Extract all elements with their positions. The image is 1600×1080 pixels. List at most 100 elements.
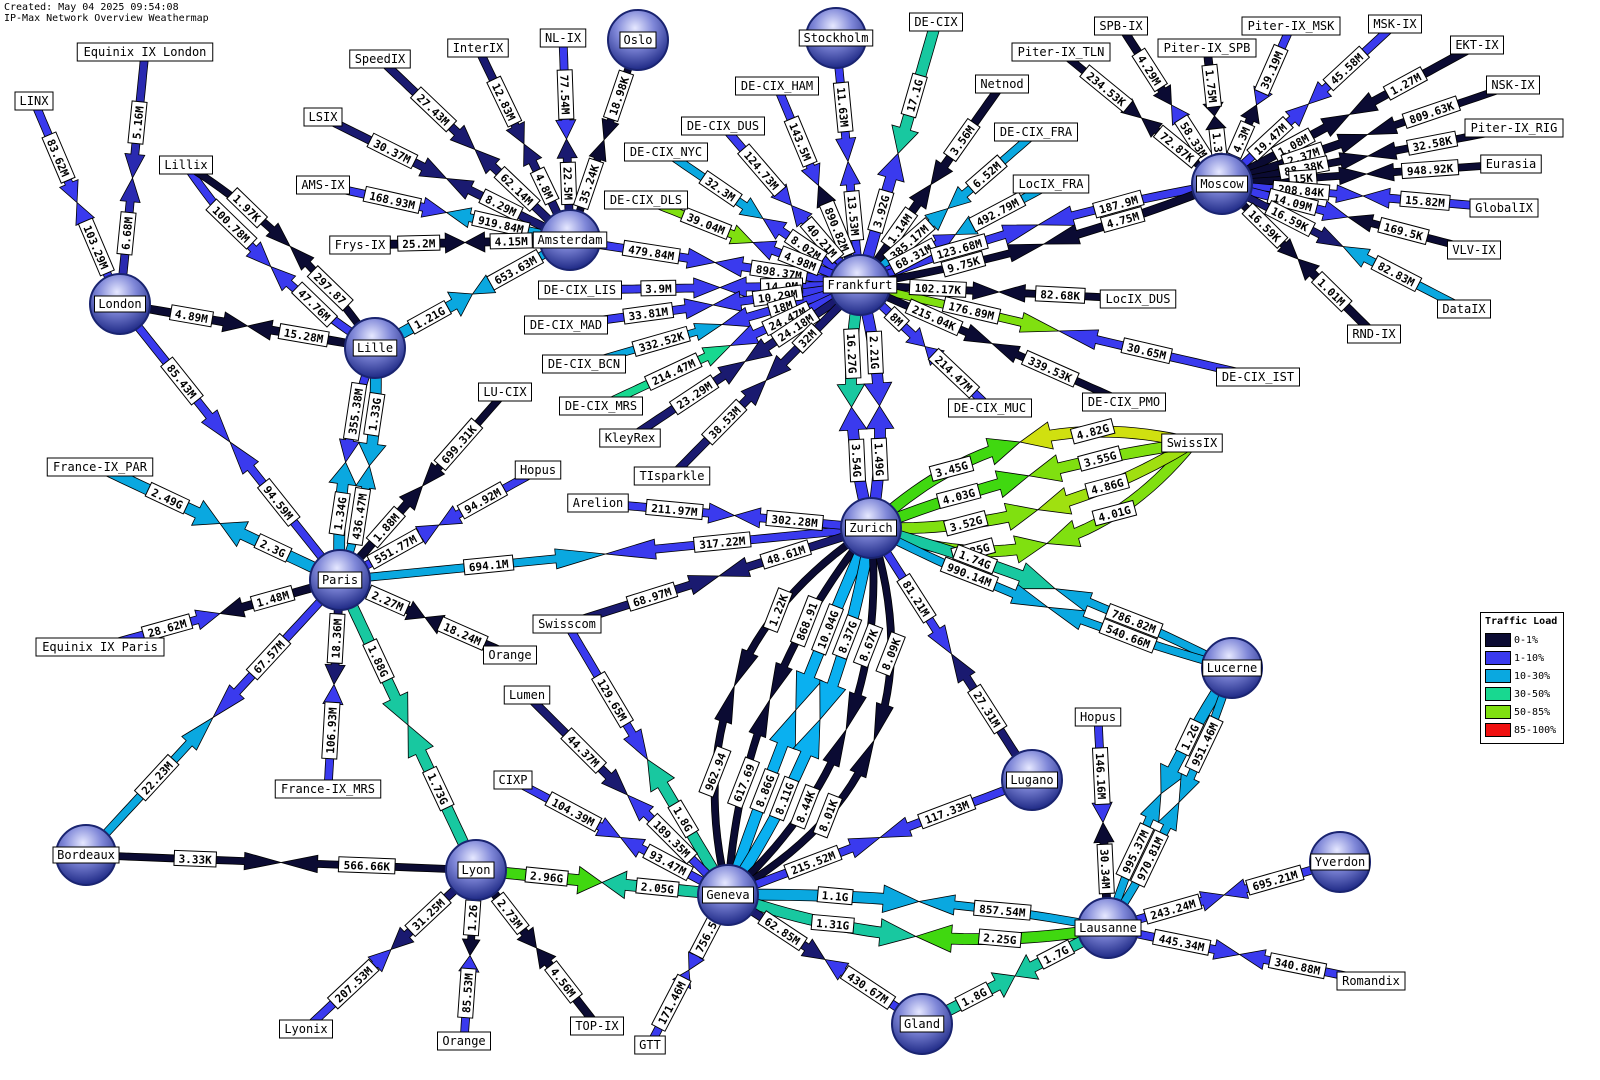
peer-node-decix_lis[interactable]: DE-CIX_LIS bbox=[538, 280, 622, 300]
peer-node-orange_p[interactable]: Orange bbox=[483, 645, 537, 665]
peer-node-lyonix[interactable]: Lyonix bbox=[279, 1019, 333, 1039]
peer-node-piter_spb[interactable]: Piter-IX_SPB bbox=[1157, 38, 1257, 58]
hub-node-gland[interactable]: Gland bbox=[891, 993, 953, 1055]
link-franceix_par-paris bbox=[97, 461, 343, 586]
peer-node-gtt[interactable]: GTT bbox=[634, 1035, 666, 1055]
hub-node-lugano[interactable]: Lugano bbox=[1001, 749, 1063, 811]
link-traffic-label: 2.3G bbox=[253, 533, 293, 563]
svg-text:3.52G: 3.52G bbox=[948, 514, 984, 535]
hub-node-zurich[interactable]: Zurich bbox=[840, 497, 902, 559]
link-traffic-label: 2.49G bbox=[144, 481, 191, 515]
peer-node-topix[interactable]: TOP-IX bbox=[570, 1016, 624, 1036]
peer-node-lumen[interactable]: Lumen bbox=[503, 685, 551, 705]
hub-node-amsterdam[interactable]: Amsterdam bbox=[532, 209, 608, 271]
peer-node-franceix_mrs[interactable]: France-IX_MRS bbox=[274, 779, 382, 799]
link-traffic-label: 694.1M bbox=[462, 554, 515, 576]
svg-text:215.52M: 215.52M bbox=[789, 849, 837, 878]
svg-text:67.57M: 67.57M bbox=[251, 638, 288, 676]
peer-node-decix_dus[interactable]: DE-CIX_DUS bbox=[681, 116, 765, 136]
hub-node-yverdon[interactable]: Yverdon bbox=[1309, 831, 1371, 893]
peer-node-eqx_par[interactable]: Equinix IX Paris bbox=[35, 637, 165, 657]
peer-node-dataix[interactable]: DataIX bbox=[1437, 299, 1491, 319]
peer-node-ektix[interactable]: EKT-IX bbox=[1450, 35, 1504, 55]
peer-node-cixp[interactable]: CIXP bbox=[493, 770, 533, 790]
peer-node-decix_muc[interactable]: DE-CIX_MUC bbox=[948, 398, 1032, 418]
peer-label: SpeedIX bbox=[355, 52, 406, 66]
peer-node-frysix[interactable]: Frys-IX bbox=[329, 235, 391, 255]
peer-node-eqx_lon[interactable]: Equinix IX London bbox=[76, 42, 214, 62]
hub-node-lucerne[interactable]: Lucerne bbox=[1201, 637, 1263, 699]
link-traffic-label: 809.63K bbox=[1401, 95, 1462, 130]
peer-node-swisscom[interactable]: Swisscom bbox=[532, 614, 602, 634]
peer-node-romandix[interactable]: Romandix bbox=[1336, 971, 1406, 991]
peer-node-lillix[interactable]: Lillix bbox=[159, 155, 213, 175]
hub-label: Amsterdam bbox=[537, 233, 602, 247]
peer-node-orange_l[interactable]: Orange bbox=[437, 1031, 491, 1051]
link-linx-london bbox=[29, 98, 125, 307]
peer-node-linx[interactable]: LINX bbox=[14, 91, 54, 111]
peer-node-mskix[interactable]: MSK-IX bbox=[1368, 14, 1422, 34]
peer-node-rndix[interactable]: RND-IX bbox=[1347, 324, 1401, 344]
hub-node-frankfurt[interactable]: Frankfurt bbox=[822, 254, 898, 316]
peer-node-hopus_l[interactable]: Hopus bbox=[1074, 707, 1122, 727]
hub-node-moscow[interactable]: Moscow bbox=[1191, 153, 1253, 215]
peer-node-piter_rig[interactable]: Piter-IX_RIG bbox=[1464, 118, 1564, 138]
peer-node-arelion[interactable]: Arelion bbox=[567, 493, 629, 513]
hub-node-lille[interactable]: Lille bbox=[344, 317, 406, 379]
peer-node-decix_mrs[interactable]: DE-CIX_MRS bbox=[559, 396, 643, 416]
peer-node-decix_fra[interactable]: DE-CIX_FRA bbox=[994, 122, 1078, 142]
peer-label: DE-CIX_DUS bbox=[687, 119, 759, 133]
svg-text:6.68M: 6.68M bbox=[119, 216, 135, 251]
hub-node-geneva[interactable]: Geneva bbox=[697, 864, 759, 926]
peer-label: DE-CIX_HAM bbox=[741, 79, 813, 93]
hub-node-lyon[interactable]: Lyon bbox=[445, 839, 507, 901]
link-traffic-label: 23.29M bbox=[668, 374, 720, 416]
peer-node-spbix[interactable]: SPB-IX bbox=[1094, 16, 1148, 36]
peer-node-locix_fra[interactable]: LocIX_FRA bbox=[1012, 174, 1090, 194]
peer-node-piter_tln[interactable]: Piter-IX_TLN bbox=[1011, 42, 1111, 62]
peer-node-luix[interactable]: LU-CIX bbox=[478, 382, 532, 402]
hub-node-lausanne[interactable]: Lausanne bbox=[1074, 897, 1142, 959]
peer-node-nskix[interactable]: NSK-IX bbox=[1486, 75, 1540, 95]
peer-node-swissix[interactable]: SwissIX bbox=[1161, 433, 1223, 453]
peer-node-decix[interactable]: DE-CIX bbox=[909, 12, 963, 32]
peer-node-decix_ist[interactable]: DE-CIX_IST bbox=[1216, 367, 1300, 387]
svg-text:3.9M: 3.9M bbox=[645, 282, 672, 295]
peer-node-speedix[interactable]: SpeedIX bbox=[349, 49, 411, 69]
peer-node-lsix[interactable]: LSIX bbox=[303, 107, 343, 127]
peer-node-decix_mad[interactable]: DE-CIX_MAD bbox=[524, 315, 608, 335]
peer-node-eurasia[interactable]: Eurasia bbox=[1480, 154, 1542, 174]
link-traffic-label: 2.21G bbox=[865, 330, 884, 375]
hub-node-paris[interactable]: Paris bbox=[309, 549, 371, 611]
peer-node-decix_pmo[interactable]: DE-CIX_PMO bbox=[1082, 392, 1166, 412]
hub-node-stockholm[interactable]: Stockholm bbox=[798, 7, 874, 69]
hub-node-oslo[interactable]: Oslo bbox=[607, 9, 669, 71]
peer-node-decix_dls[interactable]: DE-CIX_DLS bbox=[604, 190, 688, 210]
peer-node-franceix_par[interactable]: France-IX_PAR bbox=[46, 457, 154, 477]
link-traffic-label: 8M bbox=[883, 305, 911, 333]
peer-node-decix_nyc[interactable]: DE-CIX_NYC bbox=[624, 142, 708, 162]
link-traffic-label: 8.01K bbox=[812, 792, 843, 839]
peer-node-vlvix[interactable]: VLV-IX bbox=[1447, 240, 1501, 260]
link-traffic-label: 18.36M bbox=[326, 612, 346, 664]
peer-node-globalix[interactable]: GlobalIX bbox=[1469, 198, 1539, 218]
peer-node-interix[interactable]: InterIX bbox=[447, 38, 509, 58]
peer-node-tisparkle[interactable]: TIsparkle bbox=[633, 466, 711, 486]
peer-node-nlix[interactable]: NL-IX bbox=[539, 28, 587, 48]
peer-node-piter_msk[interactable]: Piter-IX_MSK bbox=[1241, 16, 1341, 36]
peer-node-decix_bcn[interactable]: DE-CIX_BCN bbox=[542, 354, 626, 374]
peer-node-decix_ham[interactable]: DE-CIX_HAM bbox=[735, 76, 819, 96]
peer-node-hopus_p[interactable]: Hopus bbox=[514, 460, 562, 480]
svg-text:85.53M: 85.53M bbox=[460, 972, 476, 1013]
peer-label: Eurasia bbox=[1486, 157, 1537, 171]
peer-node-amsix[interactable]: AMS-IX bbox=[296, 175, 350, 195]
hub-node-bordeaux[interactable]: Bordeaux bbox=[52, 824, 120, 886]
link-traffic-label: 27.43M bbox=[409, 86, 458, 133]
link-traffic-label: 17.1G bbox=[900, 72, 928, 119]
peer-node-kleyrex[interactable]: KleyRex bbox=[599, 428, 661, 448]
hub-node-london[interactable]: London bbox=[89, 273, 151, 335]
svg-text:207.53M: 207.53M bbox=[333, 964, 376, 1005]
peer-node-locix_dus[interactable]: LocIX_DUS bbox=[1099, 289, 1177, 309]
peer-node-netnod[interactable]: Netnod bbox=[975, 74, 1029, 94]
link-traffic-label: 18.98K bbox=[602, 69, 635, 123]
